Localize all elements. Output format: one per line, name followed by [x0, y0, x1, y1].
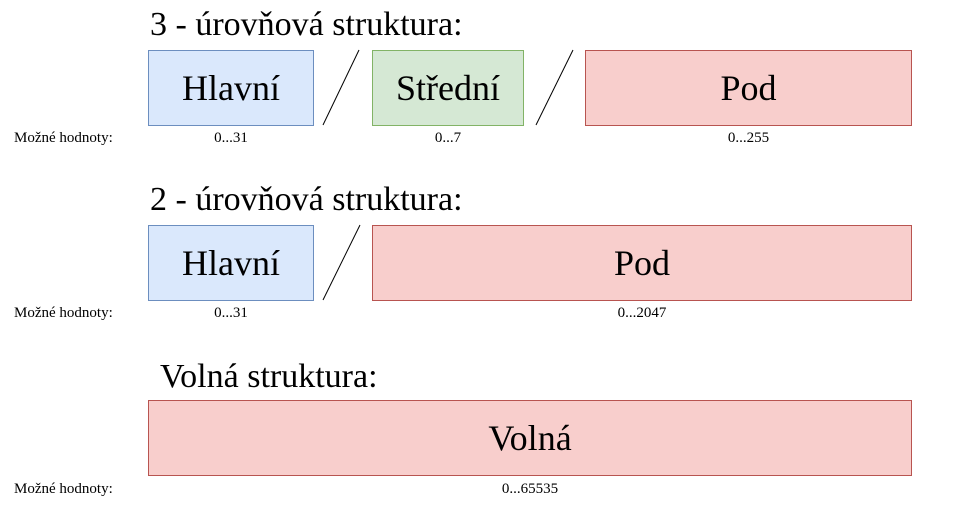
- possible-values-label: Možné hodnoty:: [14, 130, 113, 146]
- segment-hlavni-box: Hlavní: [148, 50, 314, 126]
- segment-hlavni-range: 0...31: [214, 305, 248, 321]
- segment-pod-box: Pod: [585, 50, 912, 126]
- section-title-2-level: 2 - úrovňová struktura:: [150, 181, 463, 218]
- segment-volna-range: 0...65535: [501, 481, 559, 497]
- section-title-3-level: 3 - úrovňová struktura:: [150, 6, 463, 43]
- possible-values-label: Možné hodnoty:: [14, 305, 113, 321]
- separator-slash: [322, 49, 360, 126]
- section-title-free: Volná struktura:: [160, 358, 378, 395]
- segment-pod-range: 0...2047: [617, 305, 667, 321]
- segment-hlavni-range: 0...31: [214, 130, 248, 146]
- segment-stredni-box: Střední: [372, 50, 524, 126]
- possible-values-label: Možné hodnoty:: [14, 481, 113, 497]
- segment-pod-range: 0...255: [727, 130, 770, 146]
- segment-volna-box: Volná: [148, 400, 912, 476]
- segment-stredni-range: 0...7: [434, 130, 462, 146]
- segment-hlavni-box: Hlavní: [148, 225, 314, 301]
- separator-slash: [322, 224, 361, 301]
- separator-slash: [535, 49, 574, 126]
- segment-pod-box: Pod: [372, 225, 912, 301]
